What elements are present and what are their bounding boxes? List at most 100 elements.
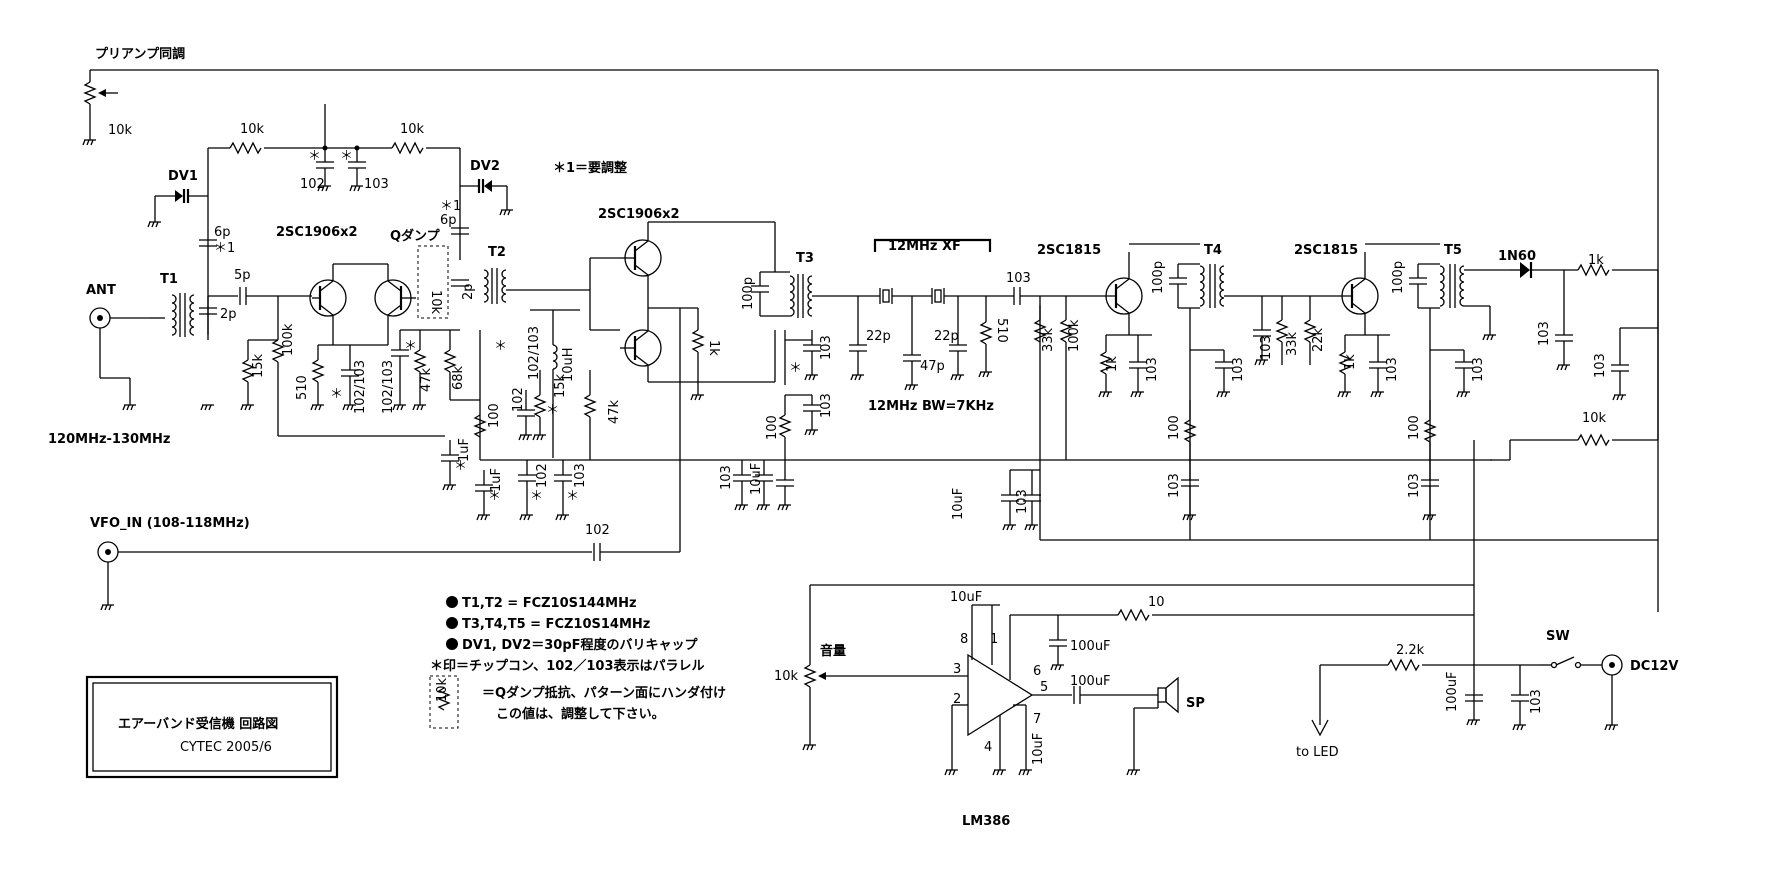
q-damp-resistor-value: 10k [428, 290, 443, 315]
if-amp-1-transistor [1068, 252, 1152, 392]
ant-connector[interactable] [89, 307, 150, 405]
if-amp-1-c103: 103 [1145, 357, 1160, 382]
mixer-c1-value: 102/103 [527, 326, 542, 380]
mixer-star-c: ＊ [530, 489, 543, 504]
mixer-c-102-value: 102 [535, 463, 550, 488]
legend-item-1: T1,T2 = FCZ10S144MHz [462, 596, 637, 611]
dc-connector[interactable] [1601, 654, 1623, 725]
t3-c103-a: 103 [819, 335, 834, 360]
xf-c103: 103 [1006, 271, 1031, 286]
cap-2p-t1 [199, 307, 217, 315]
if-amp-1-c103-b: 103 [1015, 489, 1030, 514]
mixer-transistor-2 [620, 221, 775, 545]
power-c103: 103 [1529, 689, 1544, 714]
mixer-star-a: ＊ [454, 459, 467, 474]
mixer-c1-star: ＊ [494, 339, 507, 354]
volume-label: 音量 [820, 643, 846, 659]
if-amp-2-c103: 103 [1259, 335, 1274, 360]
preamp-transistor-1 [309, 264, 347, 345]
if-amp-2-r1k: 1k [1343, 354, 1358, 370]
ant-range-label: 120MHz-130MHz [48, 432, 170, 447]
bias-r1-value: 10k [240, 122, 265, 137]
led-label: to LED [1296, 745, 1339, 760]
lm386-r10: 10 [1148, 595, 1165, 610]
title-block-inner [92, 682, 332, 772]
pot-value-label: 10k [108, 123, 133, 138]
dv2-varicap [460, 179, 508, 210]
cap-2p-t1-value: 2p [220, 307, 237, 322]
adjust-note: ＊1＝要調整 [553, 160, 628, 176]
mixer-star-d: ＊ [566, 489, 579, 504]
lm386-pin-7: 7 [1033, 712, 1041, 727]
if-amp-2-transistor [1298, 252, 1390, 392]
lm386-pin-3: 3 [953, 662, 961, 677]
lm386-c100uF-a: 100uF [1070, 639, 1111, 654]
mixer-transistor-label: 2SC1906x2 [598, 207, 680, 222]
title-block-title: エアーバンド受信機 回路図 [118, 716, 278, 732]
lm386-pin-6: 6 [1033, 664, 1041, 679]
preamp-r47k-value: 47k [419, 367, 434, 392]
sw-label: SW [1546, 629, 1570, 644]
vfo-c102: 102 [585, 523, 610, 538]
if-amp-1-label: 2SC1815 [1037, 243, 1101, 258]
t4-decoupling [1181, 350, 1233, 515]
xf-r510: 510 [994, 318, 1009, 343]
q-damp-box [417, 245, 449, 319]
xf-c47p: 47p [920, 359, 945, 374]
legend-item-3: DV1, DV2＝30pF程度のバリキャップ [462, 637, 699, 653]
preamp-r100k-value: 100k [281, 323, 296, 356]
t4-c103-b: 103 [1167, 473, 1182, 498]
t3-r100-value: 100 [765, 415, 780, 440]
mixer-l-value: 10uH [561, 347, 576, 382]
t3-c10uF: 10uF [749, 463, 764, 495]
vfo-connector[interactable] [97, 541, 681, 605]
legend [429, 596, 459, 729]
legend-resistor-value: 10k [435, 677, 450, 702]
preamp-c1-star: ＊ [330, 387, 343, 402]
lm386-pin-1: 1 [990, 632, 998, 647]
dc-label: DC12V [1630, 659, 1678, 674]
cap-6p-dv1-star: ＊1 [214, 241, 235, 256]
speaker [1133, 676, 1179, 770]
preamp-transistor-label: 2SC1906x2 [276, 225, 358, 240]
detector-r1k: 1k [1588, 253, 1604, 268]
t3-decoupling [733, 330, 821, 505]
mixer-r1k-value: 1k [706, 340, 721, 356]
agc-resistor [1473, 433, 1658, 640]
if-amp-1-r100k: 100k [1067, 319, 1082, 352]
t3-c103-c: 103 [719, 465, 734, 490]
ground-symbols [100, 185, 1626, 776]
preamp-c2-value: 102/103 [381, 360, 396, 414]
xf-note: 12MHz BW=7KHz [868, 399, 994, 414]
legend-note-1: ＝Qダンプ抵抗、パターン面にハンダ付け [482, 685, 726, 701]
t3-star: ＊ [789, 361, 802, 376]
preamp-bias-network [241, 296, 445, 437]
cap-6p-dv2-value: 6p [440, 213, 457, 228]
t4-label: T4 [1204, 243, 1222, 258]
t3-label: T3 [796, 251, 814, 266]
if-amp-2-c103-b: 103 [1385, 357, 1400, 382]
detector-c103-b: 103 [1593, 353, 1608, 378]
if-amp-2-r22k: 22k [1311, 327, 1326, 352]
volume-pot[interactable] [803, 584, 1474, 745]
bias-c2-value: 103 [364, 177, 389, 192]
xf-c22p-b: 22p [934, 329, 959, 344]
mixer-c-103-value: 103 [573, 463, 588, 488]
preamp-bias-network-2 [391, 329, 480, 405]
lm386-label: LM386 [962, 814, 1010, 829]
mixer-decoupling-caps [441, 440, 572, 515]
if-amp-2-r33k: 33k [1285, 331, 1300, 356]
title-block-author: CYTEC 2005/6 [180, 740, 272, 755]
cap-2p-t2-value: 2p [461, 283, 476, 300]
title-block-frame [85, 675, 339, 779]
cap-6p-dv2 [451, 227, 469, 235]
detector-label: 1N60 [1498, 249, 1536, 264]
t5-decoupling [1421, 350, 1473, 515]
t5-c100p: 100p [1391, 261, 1406, 294]
cap-6p-dv1 [199, 239, 217, 247]
crystal-filter [849, 287, 1068, 385]
mixer-c2-star: ＊ [546, 403, 559, 418]
mixer-r47k-value: 47k [607, 399, 622, 424]
lm386-c100uF-b: 100uF [1070, 674, 1111, 689]
if-amp-1-r33k: 33k [1041, 327, 1056, 352]
